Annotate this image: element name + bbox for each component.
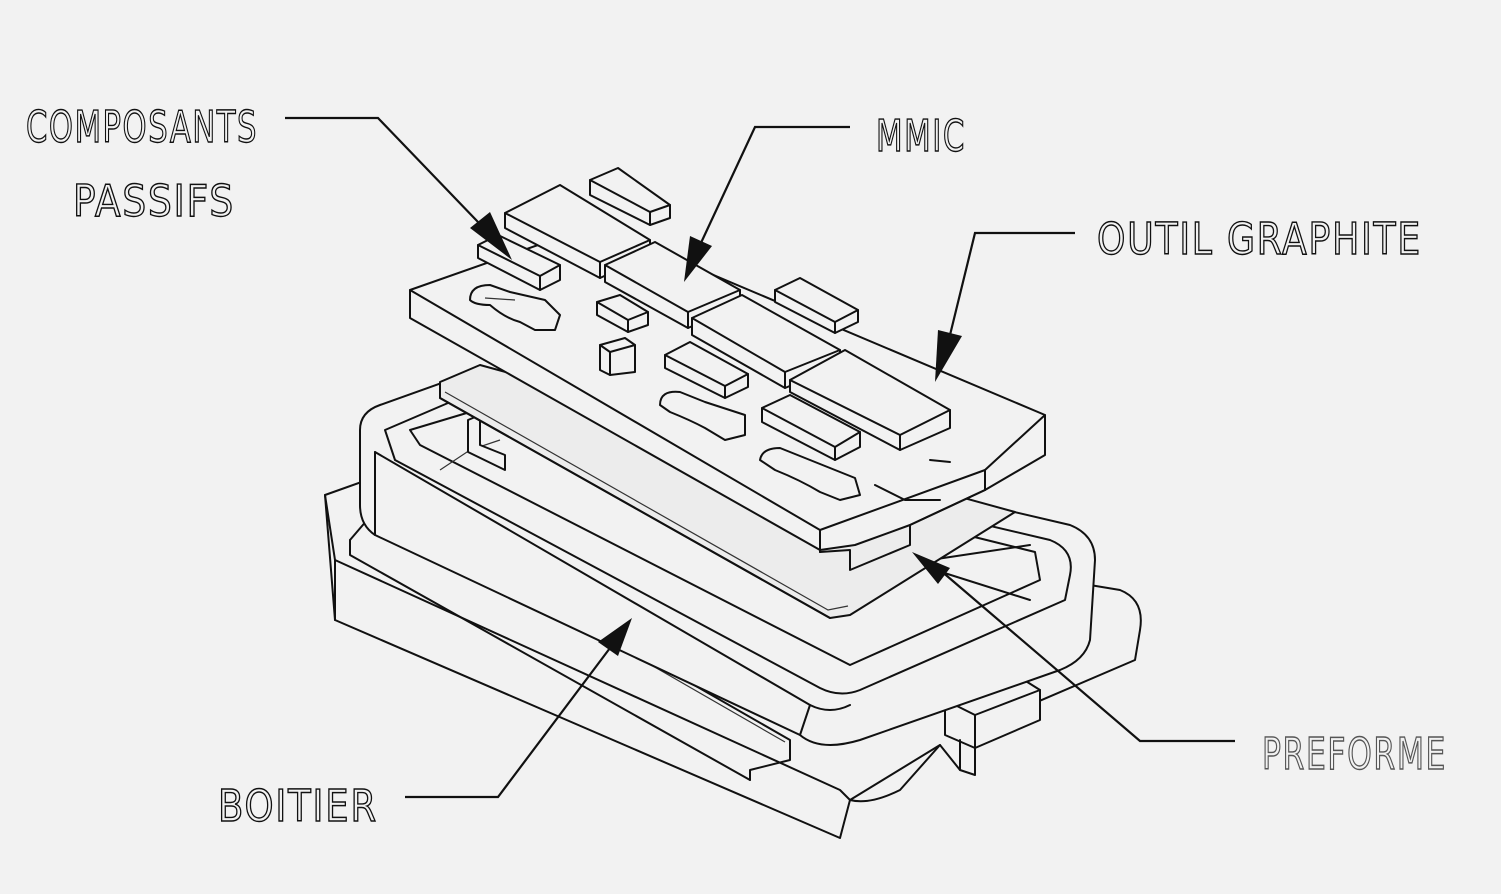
label-boitier: BOITIER: [218, 781, 378, 832]
label-composants-line2: PASSIFS: [73, 176, 235, 227]
components: [477, 167, 951, 461]
labels: COMPOSANTS PASSIFS MMIC OUTIL GRAPHITE P…: [25, 101, 1447, 832]
boitier-housing: [324, 379, 1142, 839]
passive-chip-mid: [596, 294, 649, 333]
passive-chip-right-top: [774, 277, 859, 334]
label-composants-line1: COMPOSANTS: [26, 102, 258, 153]
label-mmic: MMIC: [876, 111, 966, 162]
passive-chip-bottom: [761, 394, 861, 461]
mmic-chip-4: [789, 349, 951, 451]
passive-chip-mid-left: [664, 341, 749, 399]
label-preforme: PREFORME: [1262, 729, 1447, 780]
leader-lines: [285, 116, 1235, 799]
label-outil-graphite: OUTIL GRAPHITE: [1097, 214, 1422, 265]
passive-chip-top: [589, 167, 671, 226]
